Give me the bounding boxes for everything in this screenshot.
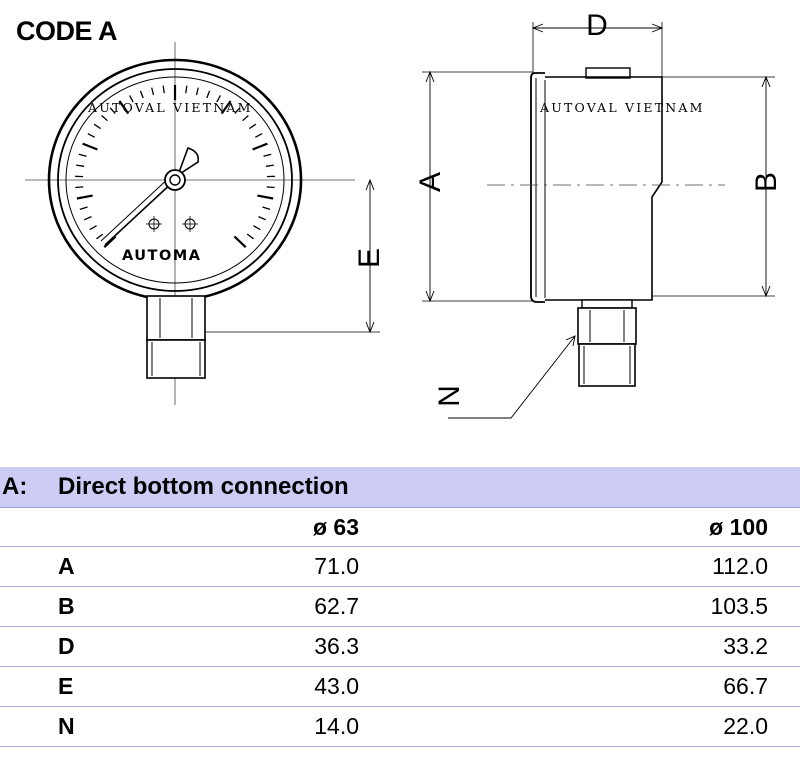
major-tick — [103, 235, 117, 248]
header-d100: ø 100 — [360, 508, 800, 547]
header-empty — [0, 508, 230, 547]
minor-tick — [101, 115, 108, 122]
minor-tick — [253, 225, 261, 231]
gauge-case — [545, 76, 663, 301]
side-fitting-thread — [578, 343, 636, 387]
minor-tick — [109, 107, 116, 114]
minor-tick — [262, 206, 271, 211]
case-front-ring — [530, 72, 545, 303]
value-d63: 62.7 — [230, 586, 360, 627]
value-d100: 22.0 — [360, 706, 800, 747]
minor-tick — [78, 153, 87, 157]
value-d100: 66.7 — [360, 666, 800, 707]
minor-tick — [83, 216, 92, 221]
minor-tick — [234, 107, 241, 114]
value-d63: 43.0 — [230, 666, 360, 707]
value-d100: 103.5 — [360, 586, 800, 627]
minor-tick — [206, 90, 211, 99]
technical-drawing: CODE A AUTOVAL VIETNAM — [16, 9, 783, 419]
minor-tick — [93, 123, 101, 130]
value-d63: 14.0 — [230, 706, 360, 747]
minor-tick — [265, 164, 274, 167]
major-tick — [252, 142, 268, 151]
fitting-hex-nut — [146, 295, 206, 341]
minor-tick — [195, 87, 199, 96]
value-d63: 36.3 — [230, 626, 360, 667]
gauge-dial-face — [65, 76, 285, 284]
table-title: Direct bottom connection — [58, 467, 800, 508]
major-tick — [257, 194, 274, 200]
major-tick — [220, 100, 232, 115]
minor-tick — [263, 153, 272, 157]
gauge-brand-watermark: AUTOVAL VIETNAM — [87, 100, 253, 115]
minor-tick — [79, 206, 88, 211]
major-tick — [76, 194, 93, 200]
minor-tick — [151, 87, 155, 96]
minor-tick — [139, 90, 144, 99]
major-tick — [82, 142, 98, 151]
minor-tick — [216, 95, 221, 103]
dimension-label-a: A — [414, 172, 447, 192]
row-label: A — [0, 546, 230, 587]
value-d100: 112.0 — [360, 546, 800, 587]
needle-hub — [164, 169, 186, 191]
table-title-row: A: Direct bottom connection — [0, 467, 800, 508]
value-d100: 33.2 — [360, 626, 800, 667]
minor-tick — [75, 186, 84, 189]
gauge-needle — [104, 179, 176, 246]
row-label: E — [0, 666, 230, 707]
side-fitting-hex-nut — [577, 307, 637, 345]
minor-tick — [185, 85, 188, 94]
row-label: B — [0, 586, 230, 627]
minor-tick — [129, 95, 134, 103]
minor-tick — [96, 233, 104, 240]
dimension-label-e: E — [353, 248, 386, 268]
gauge-needle-edge — [100, 175, 172, 242]
leader-line-n — [448, 335, 576, 419]
table-title-key: A: — [0, 467, 58, 508]
header-d63: ø 63 — [230, 508, 360, 547]
major-tick — [118, 100, 130, 115]
gauge-front-view — [25, 42, 380, 405]
needle-tail — [176, 146, 200, 177]
gauge-side-view — [422, 22, 775, 419]
minor-tick — [249, 123, 257, 130]
minor-tick — [162, 85, 165, 94]
gauge-inner-ring — [57, 68, 293, 292]
dimension-label-n: N — [433, 385, 466, 407]
dial-label: AUTOMA — [122, 248, 201, 264]
code-title: CODE A — [16, 16, 117, 46]
side-brand-watermark: AUTOVAL VIETNAM — [539, 100, 705, 115]
row-label: N — [0, 706, 230, 747]
minor-tick — [258, 216, 267, 221]
dial-tick-marks — [75, 85, 275, 248]
minor-tick — [76, 164, 85, 167]
dimension-label-d: D — [586, 9, 608, 42]
minor-tick — [89, 225, 97, 231]
needle-hub-inner — [169, 174, 181, 186]
major-tick — [233, 235, 247, 248]
case-top-plug — [585, 67, 631, 79]
minor-tick — [87, 133, 96, 138]
row-label: D — [0, 626, 230, 667]
dimension-label-b: B — [750, 172, 783, 192]
minor-tick — [254, 133, 263, 138]
dimension-table: A: Direct bottom connection — [0, 467, 800, 508]
fitting-thread — [146, 339, 206, 379]
minor-tick — [242, 115, 249, 122]
minor-tick — [266, 186, 275, 189]
table-header-row: ø 63 ø 100 — [0, 508, 800, 547]
minor-tick — [246, 233, 254, 240]
value-d63: 71.0 — [230, 546, 360, 587]
